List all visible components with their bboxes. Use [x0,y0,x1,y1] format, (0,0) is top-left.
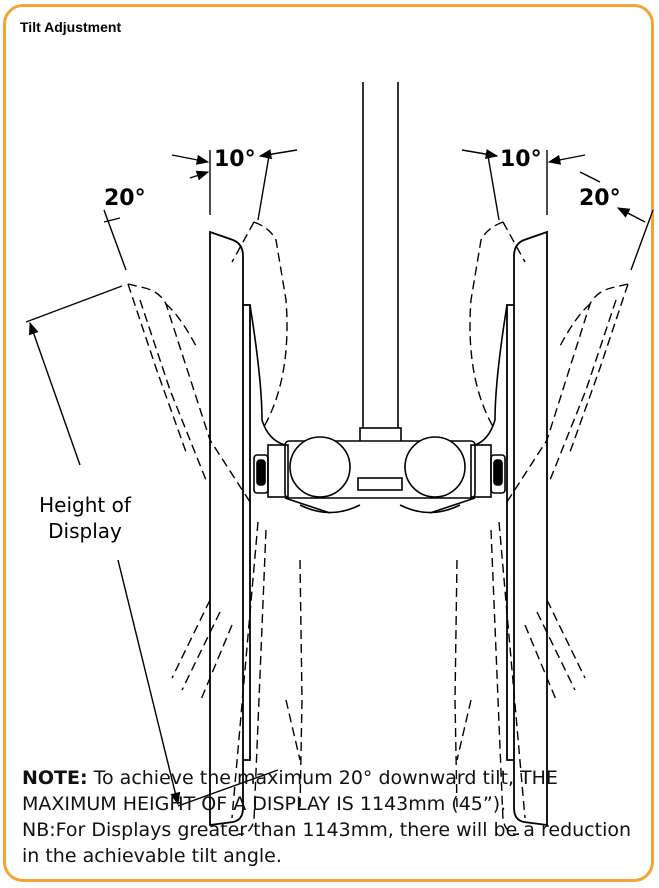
angle-label-right-10: 10° [500,147,542,172]
left-support-arm [249,304,286,446]
left-display-tilt-10 [231,221,303,835]
left-angle-indicators [103,149,298,271]
right-display-vertical [506,230,548,827]
left-display-tilt-20 [127,283,301,761]
note-line1: To achieve the maximum 20° downward tilt… [22,767,558,815]
right-support-arm [474,304,508,446]
right-angle-indicators [461,149,654,271]
angle-label-left-20: 20° [104,186,146,211]
height-label-line2: Display [48,519,122,543]
angle-label-left-10: 10° [214,147,256,172]
angle-label-right-20: 20° [579,186,621,211]
height-dimension [25,285,279,807]
center-mount [253,436,506,514]
right-display-tilt-10 [454,221,526,835]
note-block: NOTE: To achieve the maximum 20° downwar… [22,765,642,869]
height-label-line1: Height of [39,493,132,517]
section-title: Tilt Adjustment [20,19,122,35]
left-display-vertical [209,230,251,827]
ceiling-pole [359,82,402,443]
right-display-tilt-20 [456,283,629,761]
note-keyword: NOTE: [22,767,88,789]
note-line2: NB:For Displays greater than 1143mm, the… [22,819,632,867]
